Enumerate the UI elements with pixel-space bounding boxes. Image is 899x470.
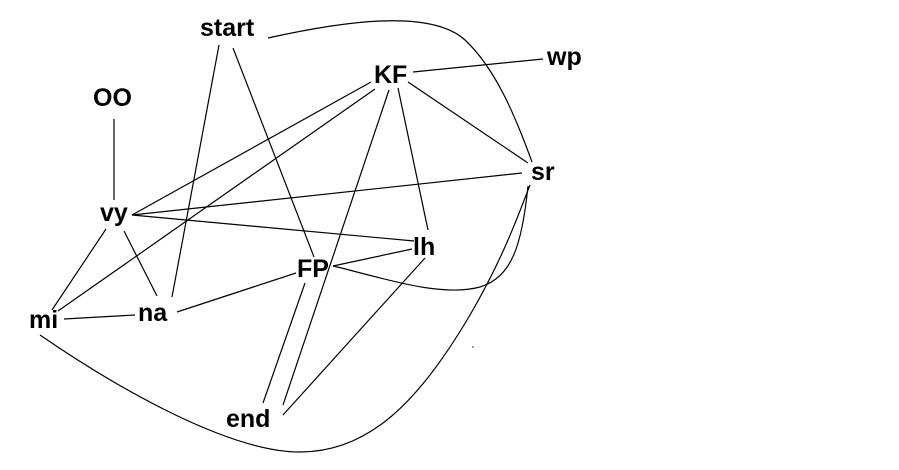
edge-lh-end [282,257,426,416]
node-start: start [200,14,255,42]
edge-mi-na [63,314,136,320]
edge-vy-mi [51,228,107,311]
node-vy: vy [100,199,128,227]
edge-start-na [171,44,220,298]
edge-na-FP [176,272,297,313]
edge-start-sr [267,20,533,163]
stray-dot [472,346,474,348]
edge-vy-na [123,230,158,297]
edge-vy-lh [131,214,415,242]
node-end: end [226,405,270,433]
node-FP: FP [297,255,329,283]
edge-vy-sr [131,172,523,216]
node-KF: KF [374,61,407,89]
node-lh: lh [413,233,435,261]
edge-KF-end [282,89,390,406]
edge-KF-wp [412,58,544,73]
edge-start-FP [232,47,315,258]
edge-KF-mi [57,88,376,312]
node-na: na [138,299,168,327]
node-sr: sr [531,158,555,186]
node-OO: OO [93,84,132,112]
edges [39,20,544,453]
edge-FP-lh [332,248,413,267]
nodes: start KF wp OO sr vy lh FP mi na end [29,14,582,433]
node-mi: mi [29,306,58,334]
node-wp: wp [546,43,582,71]
edge-KF-lh [397,87,429,231]
edge-KF-vy [131,81,372,216]
edge-FP-sr [332,185,529,291]
edge-KF-sr [407,81,529,164]
edge-FP-end [262,282,306,404]
edge-mi-sr [39,184,531,453]
